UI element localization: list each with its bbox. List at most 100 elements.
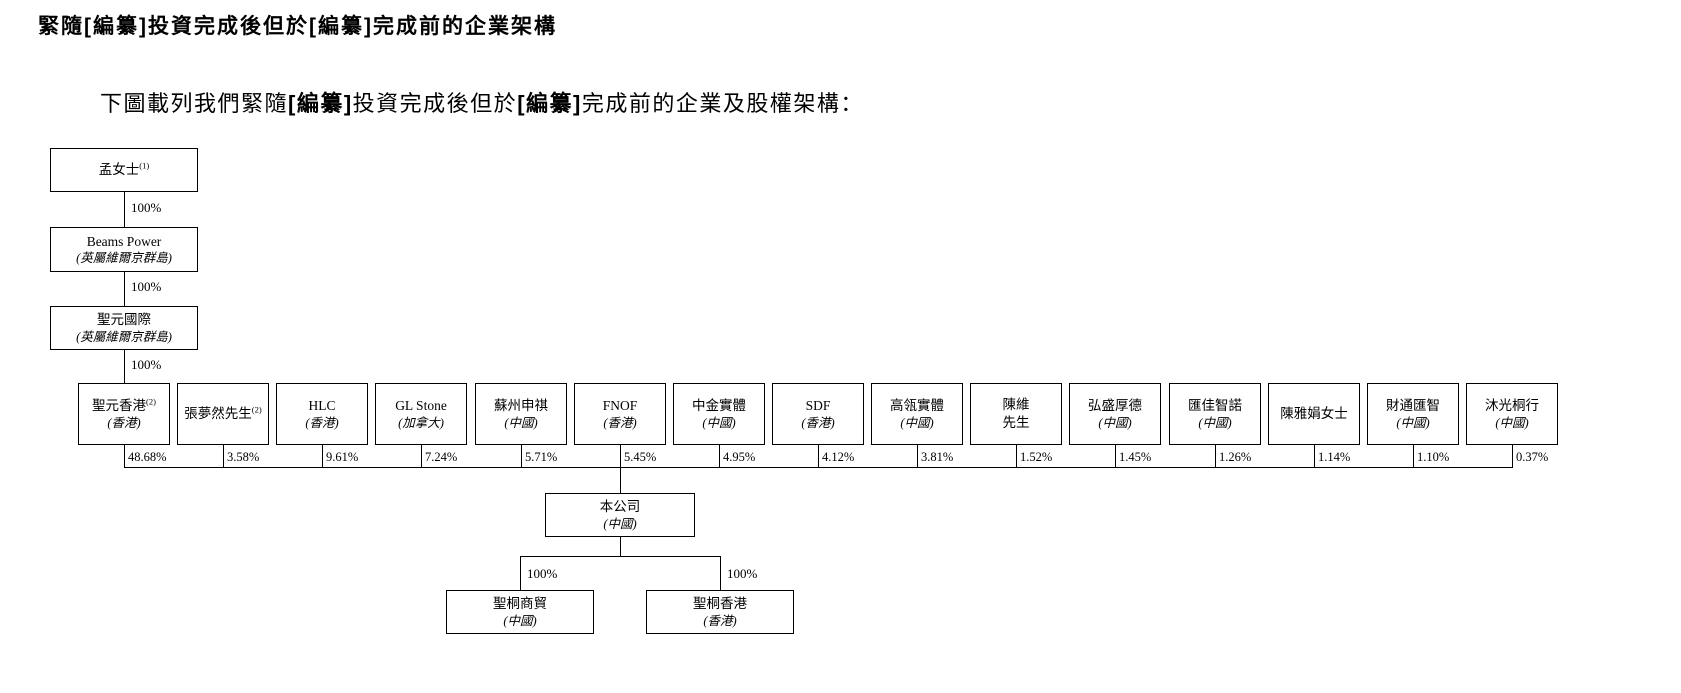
node-jurisdiction: (英屬維爾京群島) [76,251,172,266]
node-name: 聖元國際 [97,312,151,328]
footnote-marker: (2) [146,396,156,407]
node-name: 中金實體 [692,398,746,414]
connector-line [520,556,521,590]
connector-line [124,350,125,383]
ownership-label: 100% [131,357,162,372]
connector-line [1413,445,1414,467]
redaction-placeholder: [編纂] [517,91,582,116]
shareholder-name: 陳雅娟女士 [1280,405,1348,423]
node-name: 高瓴實體 [890,398,944,414]
ownership-percentage: 7.24% [425,450,458,464]
ownership-percentage: 1.10% [1417,450,1450,464]
shareholder-node: SDF(香港) [772,383,864,445]
shareholder-name: 中金實體 [692,397,746,415]
connector-line [124,272,125,306]
ownership-percentage: 1.26% [1219,450,1252,464]
footnote-marker: (2) [251,404,262,415]
shareholder-name: 財通匯智 [1386,397,1440,415]
connector-line [322,445,323,467]
shareholder-node: 聖元香港(2) (香港) [78,383,170,445]
shareholder-node: 蘇州申祺(中國) [475,383,567,445]
node-name: 弘盛厚德 [1088,398,1142,414]
ownership-label: 100% [131,200,162,215]
shareholder-node: FNOF(香港) [574,383,666,445]
connector-line [720,556,721,590]
ownership-percentage: 1.45% [1119,450,1152,464]
node-jurisdiction: (中國) [603,516,637,531]
ownership-percentage: 3.58% [227,450,260,464]
node-name: 財通匯智 [1386,398,1440,414]
redaction-placeholder: [編纂] [288,91,353,116]
shareholder-node: 陳維先生 [970,383,1062,445]
footnote-marker: (1) [139,160,150,171]
shareholder-jurisdiction: (中國) [504,415,538,430]
ownership-label: 100% [131,279,162,294]
shareholder-node: 沐光桐行(中國) [1466,383,1558,445]
node-jurisdiction: (香港) [703,613,737,628]
node-beams-power: Beams Power (英屬維爾京群島) [50,227,198,272]
connector-line [1512,445,1513,467]
node-name: HLC [308,398,336,414]
connector-line [520,556,721,557]
shareholder-node: 陳雅娟女士 [1268,383,1360,445]
connector-line [1314,445,1315,467]
bus-line [124,467,1513,468]
node-jurisdiction: (英屬維爾京群島) [76,329,172,344]
connector-line [223,445,224,467]
shareholder-node: 財通匯智(中國) [1367,383,1459,445]
shareholder-node: 中金實體(中國) [673,383,765,445]
node-name: GL Stone [395,398,447,414]
ownership-percentage: 4.12% [822,450,855,464]
shareholder-jurisdiction: (中國) [702,415,736,430]
shareholder-jurisdiction: (中國) [1098,415,1132,430]
node-name: 聖元香港 [92,398,147,414]
node-founder: 孟女士(1) [50,148,198,192]
shareholder-name: HLC [309,397,336,415]
ownership-label: 100% [727,566,758,581]
shareholder-jurisdiction: (中國) [900,415,934,430]
shareholder-node: HLC(香港) [276,383,368,445]
shareholder-name: FNOF [603,397,638,415]
text-segment: 完成前的企業架構 [373,15,557,38]
shareholder-jurisdiction: (中國) [1495,415,1529,430]
connector-line [620,445,621,467]
text-segment: 投資完成後但於 [352,91,518,116]
shareholder-name: 弘盛厚德 [1088,397,1142,415]
node-name: 匯佳智諾 [1188,398,1242,414]
node-subsidiary-hk: 聖桐香港 (香港) [646,590,794,634]
ownership-percentage: 4.95% [723,450,756,464]
shareholder-name: 蘇州申祺 [494,397,548,415]
shareholder-name: 沐光桐行 [1485,397,1539,415]
shareholder-name: 張夢然先生(2) [184,405,261,423]
shareholder-node: 匯佳智諾(中國) [1169,383,1261,445]
shareholder-name: GL Stone [395,397,447,415]
connector-line [421,445,422,467]
shareholder-jurisdiction: (香港) [107,415,141,430]
ownership-percentage: 48.68% [128,450,167,464]
connector-line [1016,445,1017,467]
ownership-percentage: 5.45% [624,450,657,464]
node-shengyuan-intl: 聖元國際 (英屬維爾京群島) [50,306,198,350]
node-name: 陳維 [1002,397,1030,413]
shareholder-name: 陳維 [1003,396,1030,414]
node-subsidiary-trading: 聖桐商貿 (中國) [446,590,594,634]
shareholder-node: 弘盛厚德(中國) [1069,383,1161,445]
ownership-percentage: 1.14% [1318,450,1351,464]
text-segment: 下圖載列我們緊隨 [100,91,289,116]
connector-line [124,192,125,227]
text-segment: 緊隨 [38,15,84,38]
node-jurisdiction: (中國) [503,613,537,628]
connector-line [917,445,918,467]
connector-line [719,445,720,467]
node-name: SDF [805,398,831,414]
ownership-percentage: 9.61% [326,450,359,464]
node-name: 孟女士 [98,162,140,178]
node-name: 張夢然先生 [184,406,252,422]
node-name: 聖桐香港 [693,596,747,612]
connector-line [620,537,621,556]
shareholder-jurisdiction: (中國) [1198,415,1232,430]
text-segment: 投資完成後但於 [148,15,309,38]
node-name: 聖桐商貿 [493,596,547,612]
redaction-placeholder: [編纂] [84,15,148,38]
page-title: 緊隨[編纂]投資完成後但於[編纂]完成前的企業架構 [38,10,557,40]
